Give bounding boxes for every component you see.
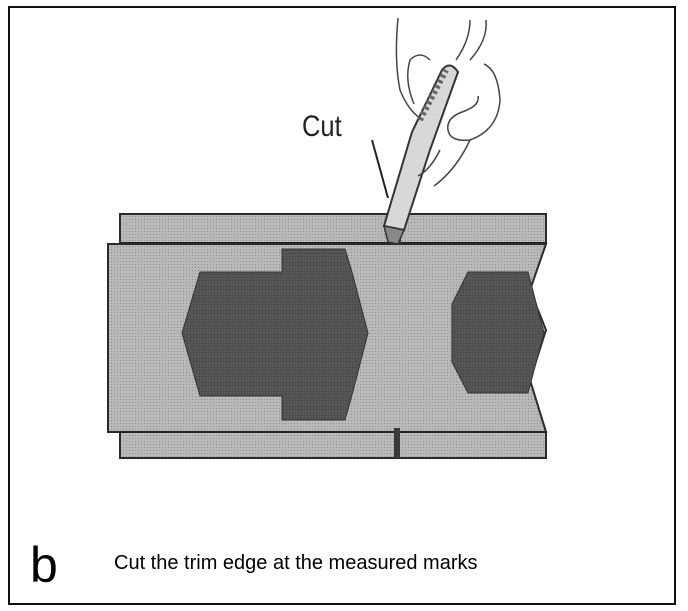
panel-letter: b [30, 537, 58, 593]
utility-knife [382, 64, 460, 245]
bottom-trim-edge [119, 431, 547, 459]
right-cutout-shape [451, 271, 545, 394]
top-trim-edge [119, 213, 547, 244]
cut-callout-label: Cut [302, 110, 342, 143]
hand [395, 17, 501, 187]
bottom-cut-mark [394, 428, 400, 458]
cut-callout-line [371, 139, 389, 199]
left-cutout-shape [181, 248, 369, 421]
figure-caption: Cut the trim edge at the measured marks [114, 552, 478, 574]
